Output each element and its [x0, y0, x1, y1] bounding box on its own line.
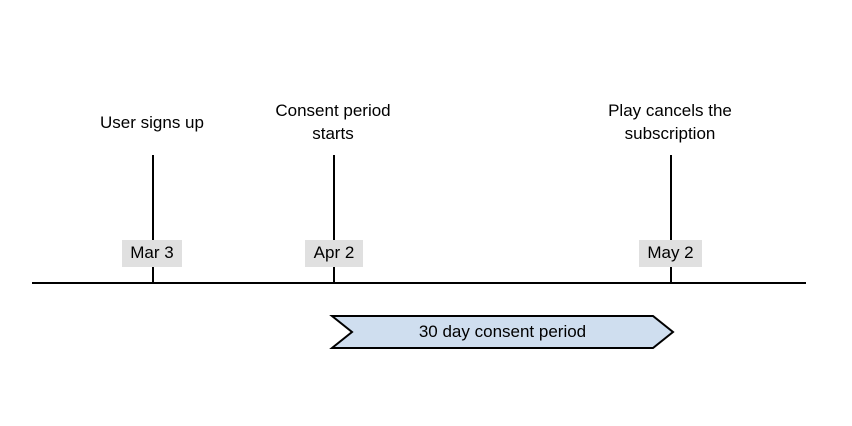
event-date-signup: Mar 3	[122, 240, 182, 267]
event-label-consent-start: Consent period starts	[275, 101, 391, 143]
event-tick-consent-start	[333, 155, 335, 283]
event-date-cancel: May 2	[639, 240, 702, 267]
consent-period-arrow-shape	[329, 315, 675, 349]
consent-period-banner: 30 day consent period	[329, 315, 675, 349]
event-date-consent-start: Apr 2	[305, 240, 363, 267]
event-tick-signup	[152, 155, 154, 283]
timeline-axis	[32, 282, 806, 284]
event-label-cancel: Play cancels the subscription	[608, 101, 732, 143]
consent-period-label: 30 day consent period	[418, 322, 587, 341]
event-tick-cancel	[670, 155, 672, 283]
event-label-signup: User signs up	[100, 113, 204, 132]
